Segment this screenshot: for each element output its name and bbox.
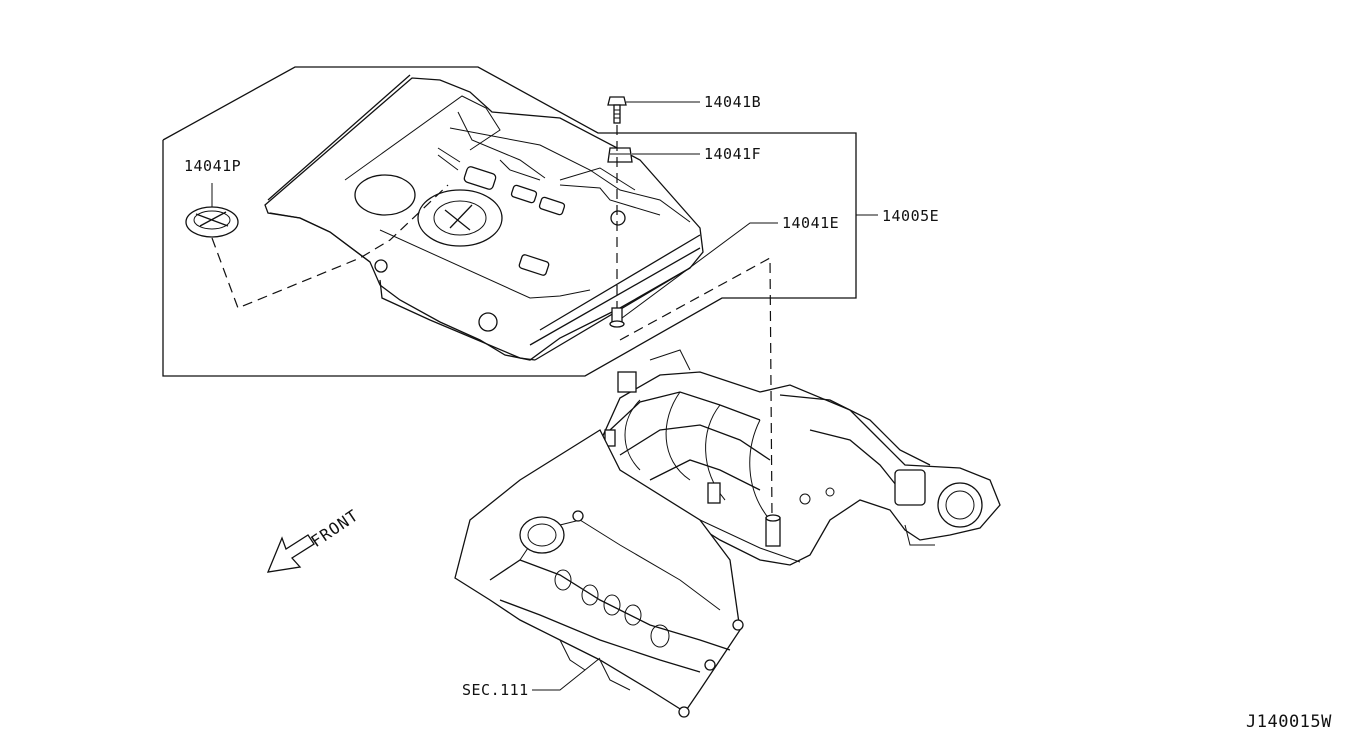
engine-cover <box>264 74 704 361</box>
collar-part <box>609 307 625 328</box>
ornament-part <box>185 206 239 238</box>
front-arrow-icon <box>266 534 315 573</box>
label-ornament: 14041P <box>184 157 242 175</box>
label-cover-assembly: 14005E <box>882 207 940 225</box>
label-grommet: 14041F <box>704 145 762 163</box>
diagram-code: J140015W <box>1246 712 1332 732</box>
bolt-part <box>607 96 627 124</box>
assembly-guide-lines <box>211 125 773 519</box>
grommet-part <box>607 147 633 163</box>
leader-lines <box>211 101 878 691</box>
label-section-ref: SEC.111 <box>462 681 529 699</box>
label-collar: 14041E <box>782 214 840 232</box>
rocker-cover <box>454 429 744 718</box>
label-bolt: 14041B <box>704 93 762 111</box>
